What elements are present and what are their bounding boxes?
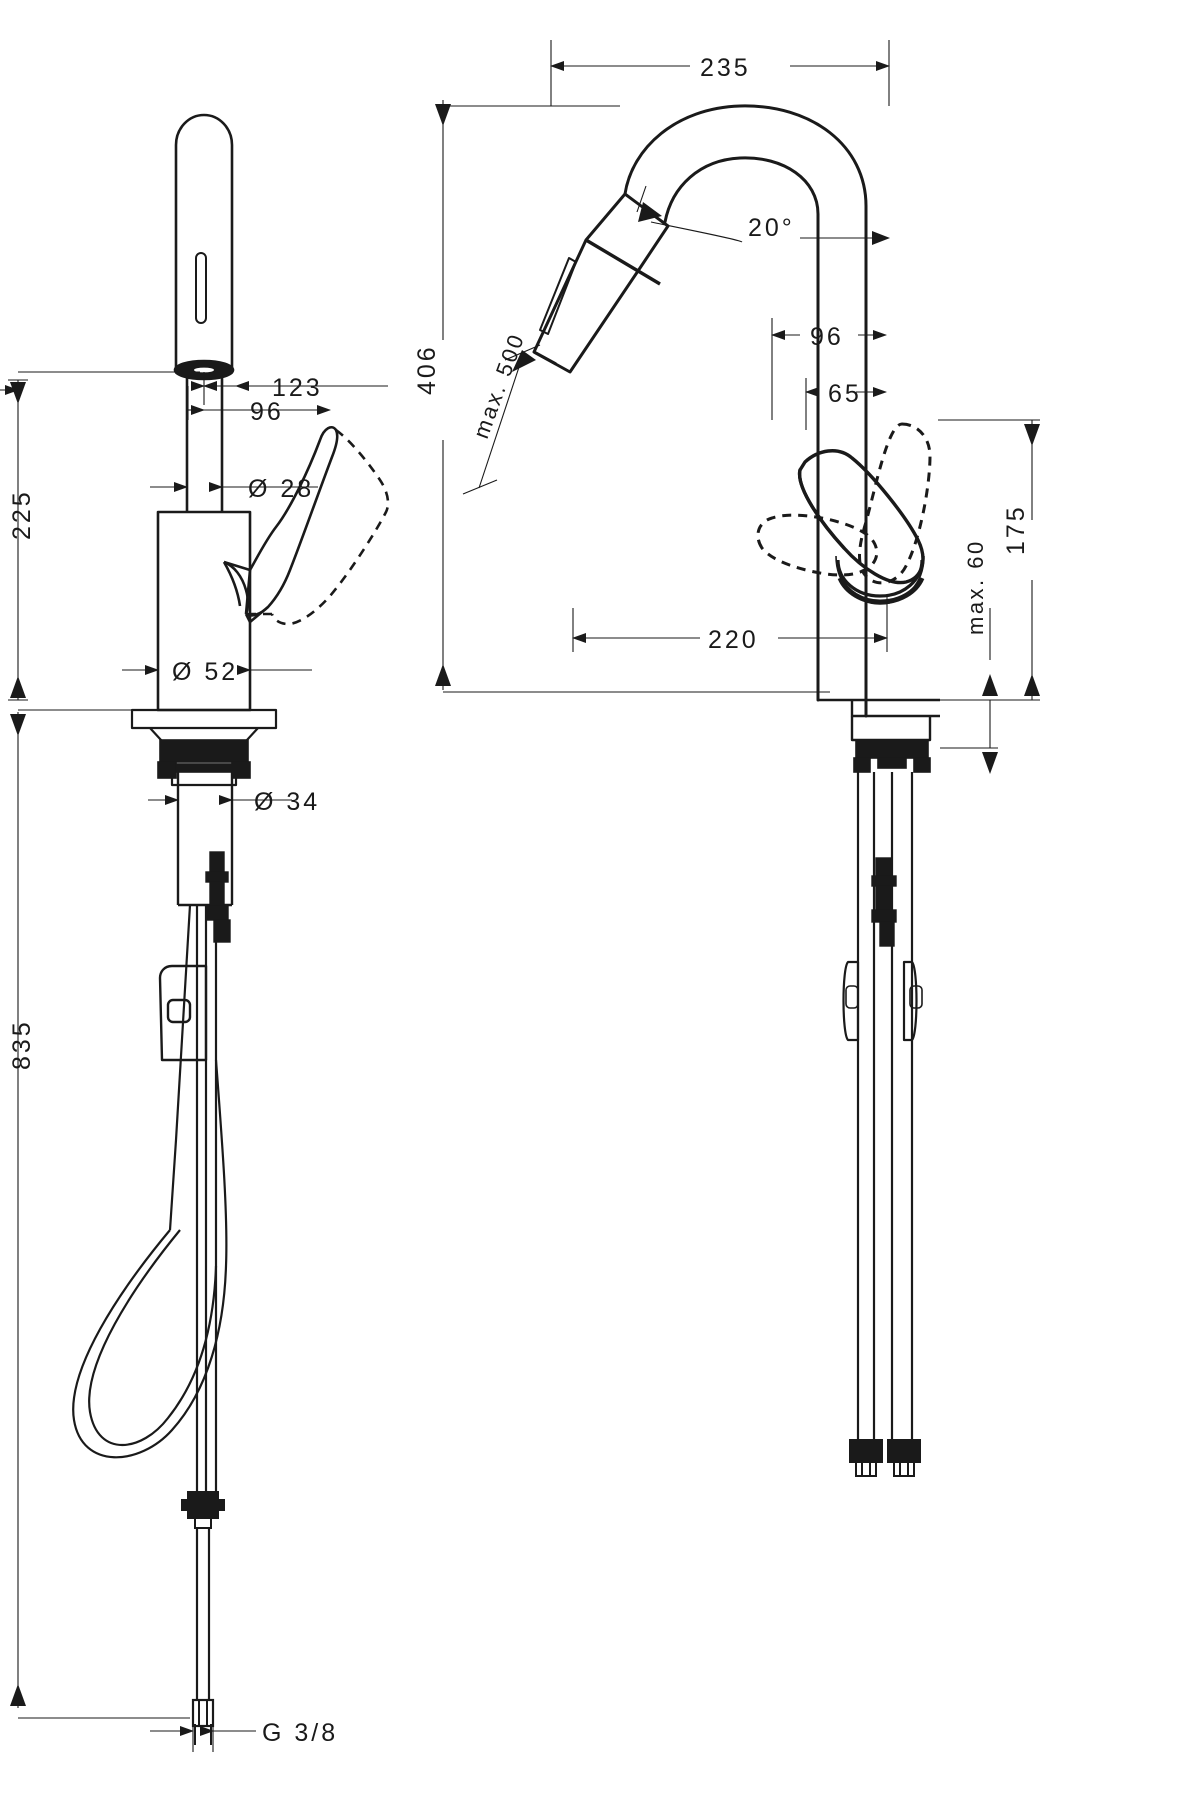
dim-835-line — [10, 712, 190, 1719]
dim-label-20deg: 20° — [748, 214, 795, 242]
dim-label-220: 220 — [708, 626, 759, 654]
left-view-hose-fittings — [205, 851, 231, 943]
left-view-faucet-outline — [156, 113, 252, 712]
dim-225-extension — [18, 371, 200, 711]
right-view-faucet-outline — [623, 104, 868, 718]
left-view-mounting-nut — [157, 739, 251, 779]
dim-235-line — [550, 40, 890, 106]
right-view-hose-fittings — [871, 857, 897, 947]
dim-225-line — [0, 379, 28, 701]
left-view-hose-loop — [72, 1059, 228, 1459]
left-view-lever-handle — [222, 426, 339, 623]
dim-max60-line — [940, 608, 998, 774]
dim-label-dia52: Ø 52 — [172, 658, 238, 686]
dim-220-line — [572, 596, 888, 652]
right-view-bottom-connectors — [849, 1439, 921, 1477]
dim-label-225: 225 — [8, 489, 36, 540]
dim-label-dia34: Ø 34 — [254, 788, 320, 816]
dim-406-line — [435, 100, 830, 693]
dim-label-96: 96 — [250, 398, 284, 426]
right-view-lever-dashed-left — [756, 513, 879, 577]
dim-label-235: 235 — [700, 54, 751, 82]
dim-label-dia28: Ø 28 — [248, 475, 314, 503]
right-view-spray-head — [532, 192, 670, 374]
dim-label-65r: 65 — [828, 380, 862, 408]
dim-label-max60: max. 60 — [963, 539, 988, 635]
dim-label-96r: 96 — [810, 323, 844, 351]
dim-96r-line — [771, 318, 887, 420]
dim-label-175: 175 — [1002, 504, 1030, 555]
left-view-counterweight — [158, 964, 208, 1062]
left-view-bottom-connector — [181, 1491, 225, 1745]
dim-label-max500: max. 500 — [468, 329, 529, 441]
right-view-lever-socket-thin — [835, 555, 925, 605]
dim-g38-line — [150, 1700, 256, 1752]
dim-label-835: 835 — [8, 1019, 36, 1070]
dim-max500-line — [462, 344, 541, 495]
dim-label-406: 406 — [413, 344, 441, 395]
right-view-escutcheon — [818, 698, 940, 742]
dim-label-g38: G 3/8 — [262, 1719, 338, 1747]
dim-20deg-line — [636, 185, 890, 245]
dim-label-123: 123 — [272, 374, 323, 402]
dim-65r-line — [805, 378, 887, 430]
left-view-lower-hose — [195, 1528, 211, 1700]
right-view-mounting-nut — [853, 739, 931, 773]
dim-96-line — [187, 386, 331, 420]
left-view-lever-dashed — [246, 428, 390, 626]
dim-123-line — [191, 372, 388, 405]
right-view-hose-clips — [842, 960, 923, 1042]
dim-175-line — [938, 419, 1040, 701]
right-view-lever-dashed-up — [858, 422, 932, 585]
